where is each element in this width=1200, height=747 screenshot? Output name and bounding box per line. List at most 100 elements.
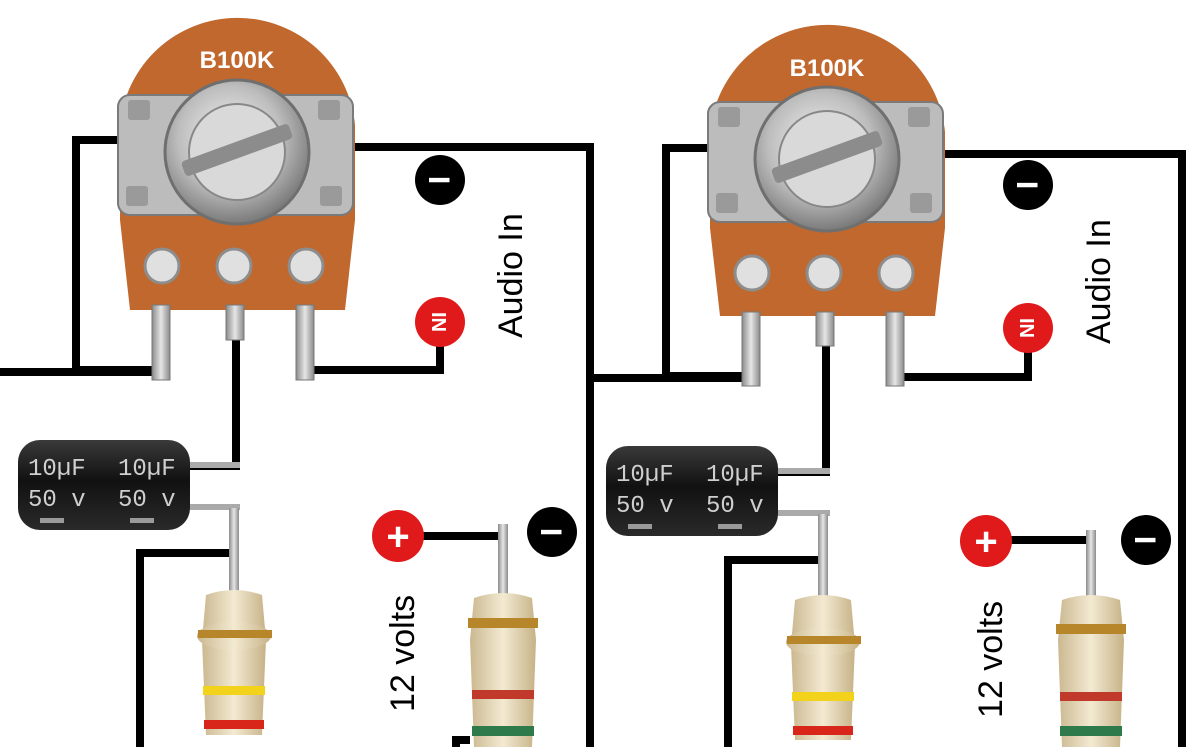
cap-stripe-2	[130, 518, 154, 523]
capacitor-1: 10µF 10µF 50 v 50 v	[18, 440, 240, 530]
ground-badge-bottom-text-2: I	[1128, 536, 1161, 544]
ground-badge-top-text-2: I	[1010, 181, 1043, 189]
cap-body-1	[18, 440, 190, 530]
resistor-left-2	[786, 514, 861, 740]
res-lead-right-1	[498, 524, 508, 604]
plus-badge-text-1: +	[386, 515, 409, 559]
resistor-right-1	[468, 524, 538, 747]
pot-pin-3	[295, 304, 315, 381]
res2-lead-left	[818, 514, 828, 604]
ground-badge-top-text-1: I	[422, 176, 455, 184]
wire-top-right-2	[938, 150, 1186, 747]
pot-tab-left-1	[128, 100, 150, 120]
cap-lead-1	[180, 462, 240, 468]
pot-tab-bl-1	[126, 186, 148, 206]
band-yellow-left-1	[203, 686, 265, 695]
pot2-pin-hole-2	[805, 254, 843, 292]
cap2-text-2a: 50 v	[616, 493, 674, 520]
cap-text-1a: 10µF	[28, 456, 86, 483]
ground-badge-bottom-1: I	[527, 507, 577, 557]
pot-pin-2	[225, 304, 245, 341]
plus-badge-2: +	[960, 515, 1012, 567]
circuit-1: B100K 10µF 10µF 50 v 50 v	[0, 17, 594, 747]
cap-lead-2	[180, 504, 240, 510]
supply-label-2: 12 volts	[972, 601, 1010, 718]
cap-text-1b: 10µF	[118, 456, 176, 483]
pot-tab-br-2	[910, 193, 932, 213]
band-red-left-1	[204, 720, 264, 729]
pot-label-1: B100K	[200, 47, 275, 74]
band2-yellow-left	[792, 692, 854, 701]
in-badge-1: IN	[415, 297, 465, 347]
capacitor-2: 10µF 10µF 50 v 50 v	[606, 446, 830, 536]
audio-in-label-2: Audio In	[1080, 219, 1118, 344]
cap2-stripe-1	[628, 524, 652, 529]
pot-slot-1	[181, 124, 293, 176]
pot-tab-right-1	[318, 100, 340, 120]
res2-lead-right	[1086, 530, 1096, 606]
ground-badge-bottom-text-1: I	[534, 528, 567, 536]
band2-gold-left	[787, 636, 861, 644]
band-gold-left-1	[198, 630, 272, 638]
band2-red-left	[793, 726, 853, 735]
cap2-text-1a: 10µF	[616, 462, 674, 489]
cap2-stripe-2	[718, 524, 742, 529]
pot2-pin-2	[815, 311, 835, 347]
cap-text-2a: 50 v	[28, 487, 86, 514]
pot-label-2: B100K	[790, 55, 865, 82]
band2-green-right	[1060, 726, 1122, 736]
res2-body-right	[1058, 595, 1124, 747]
supply-label-1: 12 volts	[384, 595, 422, 712]
in-badge-text-1: IN	[427, 312, 449, 332]
in-badge-text-2: IN	[1015, 318, 1037, 338]
band-gold-right-1	[468, 618, 538, 628]
wire-left-bottom-1	[136, 549, 236, 747]
pot-tab-bl-2	[716, 193, 738, 213]
wire-pin2-to-cap-2	[778, 342, 830, 476]
pot2-pin-hole-1	[733, 254, 771, 292]
ground-badge-top-2: I	[1003, 160, 1053, 210]
cap2-text-2b: 50 v	[706, 493, 764, 520]
resistor-left-1	[197, 508, 272, 735]
wire-bottom-stub-1	[452, 736, 470, 747]
ground-badge-bottom-2: I	[1121, 515, 1171, 565]
res2-body-left	[791, 595, 855, 740]
band-green-right-1	[472, 726, 534, 736]
wire-top-right-1	[348, 143, 594, 747]
band2-gold-right	[1056, 624, 1126, 634]
audio-in-label-1: Audio In	[492, 213, 530, 338]
res-body-left-1	[202, 590, 266, 735]
resistor-right-2	[1056, 530, 1126, 747]
pot-pin-hole-2	[215, 247, 253, 285]
plus-badge-1: +	[372, 510, 424, 562]
potentiometer-2: B100K	[707, 24, 945, 387]
plus-badge-text-2: +	[974, 520, 997, 564]
wire-pin2-to-cap-1	[188, 336, 240, 470]
pot2-pin-hole-3	[877, 254, 915, 292]
pot2-pin-3	[885, 311, 905, 387]
ground-badge-top-1: I	[415, 155, 465, 205]
pot2-pin-1	[741, 311, 761, 387]
circuit-2: B100K 10µF 10µF 50 v 50 v	[590, 24, 1186, 747]
cap2-lead-2	[770, 510, 830, 516]
pot-pin-hole-3	[287, 247, 325, 285]
band2-red-right	[1060, 692, 1122, 701]
pot-pin-hole-1	[143, 247, 181, 285]
res-lead-left-1	[229, 508, 239, 598]
pot-pin-1	[151, 304, 171, 381]
cap2-text-1b: 10µF	[706, 462, 764, 489]
pot-tab-left-2	[718, 107, 740, 127]
cap-body-2	[606, 446, 778, 536]
band-red-right-1	[472, 690, 534, 699]
pot-tab-right-2	[908, 107, 930, 127]
pot-tab-br-1	[320, 186, 342, 206]
cap-stripe-1	[40, 518, 64, 523]
res-body-right-1	[470, 593, 536, 747]
in-badge-2: IN	[1003, 303, 1053, 353]
cap-text-2b: 50 v	[118, 487, 176, 514]
cap2-lead-1	[770, 468, 830, 474]
wire-left-bottom-2	[724, 556, 826, 747]
potentiometer-1: B100K	[117, 17, 355, 381]
pot-slot-2	[771, 131, 883, 183]
